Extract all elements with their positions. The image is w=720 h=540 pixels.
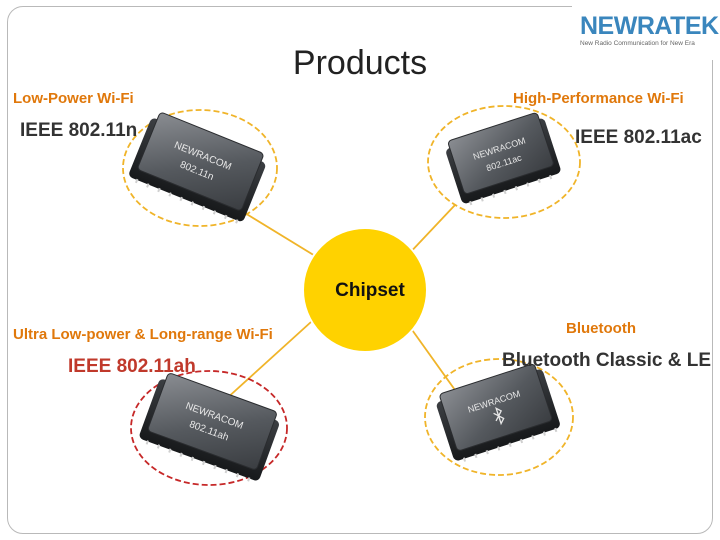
bluetooth-icon [493,407,505,426]
ring-11n [122,109,278,227]
ring-11ah [130,370,288,486]
logo-tagline: New Radio Communication for New Era [580,40,695,47]
standard-bluetooth: Bluetooth Classic & LE [502,350,712,371]
standard-11ah: IEEE 802.11ah [68,356,196,377]
category-high-performance-wifi: High-Performance Wi-Fi [513,90,684,107]
ring-11ac [427,105,581,219]
category-low-power-wifi: Low-Power Wi-Fi [13,90,134,107]
chip-11n: NEWRACOM 802.11n [129,112,266,224]
chipset-hub [302,227,428,353]
standard-11n: IEEE 802.11n [20,120,138,141]
category-bluetooth: Bluetooth [566,320,636,337]
chip-11ah: NEWRACOM 802.11ah [139,373,279,482]
chipset-hub-label: Chipset [335,280,405,301]
ring-bluetooth [424,358,574,476]
connector-11ah [224,311,323,401]
chip-11ac: NEWRACOM 802.11ac [446,112,561,206]
logo-wordmark: NEWRATEK [580,12,719,40]
connector-lines [224,204,456,401]
connector-11n [239,209,326,263]
slide-title: Products [292,44,428,82]
connector-bluetooth [404,319,456,391]
chip-bluetooth: NEWRACOM [436,363,560,462]
newratek-logo: NEWRATEK New Radio Communication for New… [572,2,719,60]
category-ultra-low-power-wifi: Ultra Low-power & Long-range Wi-Fi [13,326,273,343]
connector-11ac [404,204,456,259]
standard-11ac: IEEE 802.11ac [575,127,702,148]
